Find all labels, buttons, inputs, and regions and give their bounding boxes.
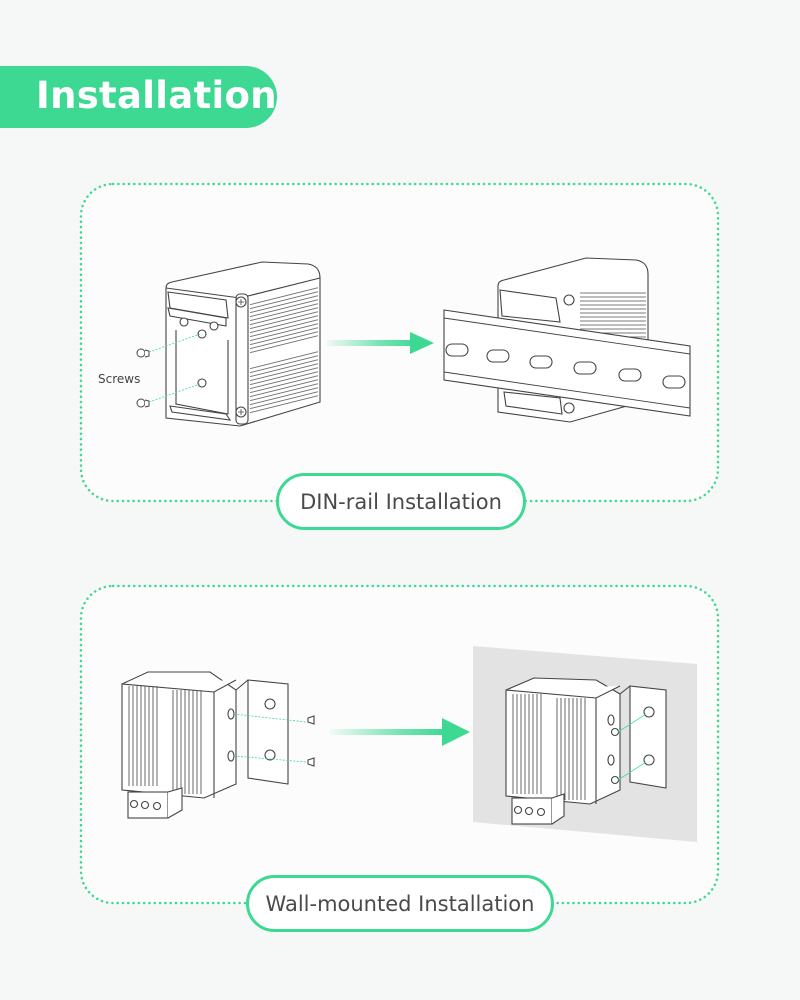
din-device-before bbox=[136, 261, 321, 427]
screw-icon bbox=[307, 715, 315, 767]
din-device-after bbox=[443, 257, 691, 423]
wall-device-before bbox=[121, 671, 315, 819]
din-rail-label: DIN-rail Installation bbox=[276, 473, 526, 530]
section-title-pill: Installation bbox=[0, 66, 277, 128]
din-rail-label-text: DIN-rail Installation bbox=[300, 489, 502, 514]
page-title: Installation bbox=[36, 74, 277, 117]
arrow-icon bbox=[330, 718, 470, 746]
screws-callout: Screws bbox=[98, 372, 141, 386]
wall-mounted-label-text: Wall-mounted Installation bbox=[265, 891, 535, 916]
wall-mounted-label: Wall-mounted Installation bbox=[246, 875, 554, 932]
screw-icon bbox=[136, 348, 150, 408]
arrow-icon bbox=[326, 332, 434, 354]
wall-device-after bbox=[505, 677, 667, 825]
